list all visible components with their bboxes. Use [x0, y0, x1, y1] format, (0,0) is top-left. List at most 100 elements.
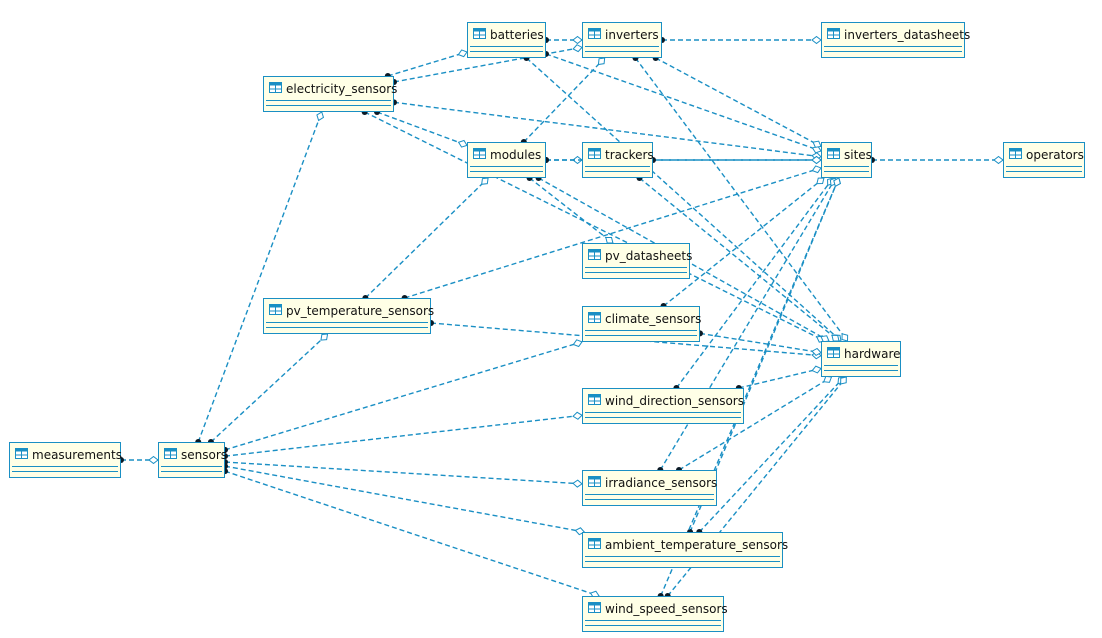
relationship-trackers-hardware	[639, 177, 840, 342]
pk-endpoint-diamond	[993, 155, 1004, 165]
entity-name-ambient-temperature-sensors: ambient_temperature_sensors	[605, 537, 789, 552]
entity-name-inverters: inverters	[605, 27, 659, 42]
entity-measurements[interactable]: measurements	[9, 442, 122, 478]
relationship-inverters-hardware	[634, 57, 849, 342]
entity-name-measurements: measurements	[32, 447, 122, 462]
entity-name-operators: operators	[1026, 147, 1084, 162]
entity-name-wind-speed-sensors: wind_speed_sensors	[605, 601, 728, 616]
relationship-wind-speed-sensors-hardware	[667, 376, 847, 597]
relationship-modules-pv-datasheets	[529, 177, 614, 244]
entity-wind-speed-sensors[interactable]: wind_speed_sensors	[582, 596, 728, 632]
relationship-batteries-sites	[545, 53, 822, 152]
table-icon	[588, 248, 601, 263]
entity-name-irradiance-sensors: irradiance_sensors	[605, 475, 718, 490]
relationship-wind-direction-sensors-sites	[675, 177, 834, 389]
relationship-inverters-sites	[655, 57, 822, 147]
table-icon	[588, 601, 601, 616]
table-icon	[269, 303, 282, 318]
relationship-sensors-electricity-sensors	[197, 111, 323, 443]
pk-endpoint-diamond	[572, 411, 583, 420]
pk-endpoint-diamond	[811, 365, 822, 374]
pk-endpoint-diamond	[457, 139, 468, 148]
relationship-wind-speed-sensors-sites	[660, 177, 840, 597]
pk-endpoint-diamond	[840, 376, 847, 385]
entity-name-electricity-sensors: electricity_sensors	[286, 81, 398, 96]
entity-name-wind-direction-sensors: wind_direction_sensors	[605, 393, 744, 408]
table-icon	[588, 147, 601, 162]
relationship-modules-inverters	[523, 57, 606, 143]
pk-endpoint-diamond	[811, 347, 822, 357]
pk-endpoint-diamond	[572, 44, 583, 53]
relationship-batteries-hardware	[526, 57, 842, 342]
relationship-sensors-climate-sensors	[224, 341, 583, 451]
table-icon	[164, 447, 177, 462]
pk-endpoint-diamond	[572, 479, 583, 488]
entity-pv-datasheets[interactable]: pv_datasheets	[582, 243, 693, 279]
relationship-sensors-wind-direction-sensors	[224, 414, 583, 457]
pk-endpoint-diamond	[831, 334, 840, 342]
table-icon	[473, 27, 486, 42]
pk-endpoint-diamond	[572, 35, 583, 45]
pk-endpoint-diamond	[597, 57, 606, 66]
relationship-electricity-sensors-hardware	[364, 111, 826, 342]
relationship-electricity-sensors-batteries	[387, 51, 468, 77]
table-icon	[827, 147, 840, 162]
table-icon	[588, 393, 601, 408]
entity-pv-temperature-sensors[interactable]: pv_temperature_sensors	[263, 298, 435, 334]
pk-endpoint-diamond	[572, 339, 583, 348]
entity-name-sensors: sensors	[181, 447, 228, 462]
pk-endpoint-diamond	[812, 140, 822, 148]
entity-sites[interactable]: sites	[821, 142, 872, 178]
entity-inverters-datasheets[interactable]: inverters_datasheets	[821, 22, 970, 58]
relationship-wind-direction-sensors-hardware	[738, 367, 822, 389]
entity-name-climate-sensors: climate_sensors	[605, 311, 702, 326]
entity-inverters[interactable]: inverters	[582, 22, 662, 58]
entity-irradiance-sensors[interactable]: irradiance_sensors	[582, 470, 717, 506]
relationship-ambient-temperature-sensors-hardware	[698, 376, 845, 533]
pk-endpoint-diamond	[320, 333, 329, 341]
entity-ambient-temperature-sensors[interactable]: ambient_temperature_sensors	[582, 532, 788, 568]
table-icon	[269, 81, 282, 96]
table-icon	[588, 27, 601, 42]
table-icon	[827, 27, 840, 42]
table-icon	[827, 346, 840, 361]
entity-sensors[interactable]: sensors	[158, 442, 228, 478]
pk-endpoint-diamond	[811, 165, 822, 174]
table-icon	[15, 447, 28, 462]
entity-name-pv-datasheets: pv_datasheets	[605, 248, 693, 263]
entity-climate-sensors[interactable]: climate_sensors	[582, 306, 702, 342]
entity-batteries[interactable]: batteries	[467, 22, 546, 58]
relationship-irradiance-sensors-hardware	[678, 376, 832, 471]
pk-endpoint-diamond	[316, 111, 325, 122]
entity-name-hardware: hardware	[844, 346, 901, 361]
entity-hardware[interactable]: hardware	[821, 341, 901, 377]
pk-endpoint-diamond	[457, 49, 468, 58]
table-icon	[473, 147, 486, 162]
pk-endpoint-diamond	[811, 155, 822, 165]
table-icon	[588, 311, 601, 326]
entity-electricity-sensors[interactable]: electricity_sensors	[263, 76, 398, 112]
pk-endpoint-diamond	[811, 145, 822, 154]
entity-modules[interactable]: modules	[467, 142, 546, 178]
entity-operators[interactable]: operators	[1003, 142, 1085, 178]
entity-name-modules: modules	[490, 147, 542, 162]
entity-name-pv-temperature-sensors: pv_temperature_sensors	[286, 303, 435, 318]
pk-endpoint-diamond	[605, 236, 614, 244]
relationship-sensors-wind-speed-sensors	[224, 470, 600, 597]
relationship-sensors-pv-temperature-sensors	[210, 333, 329, 443]
pk-endpoint-diamond	[811, 35, 822, 45]
relationship-sensors-irradiance-sensors	[224, 461, 583, 485]
entity-name-sites: sites	[844, 147, 872, 162]
relationship-climate-sensors-hardware	[699, 332, 822, 354]
entity-name-inverters-datasheets: inverters_datasheets	[844, 27, 971, 42]
relationship-electricity-sensors-modules	[376, 111, 468, 147]
entity-name-batteries: batteries	[490, 27, 544, 42]
entity-name-trackers: trackers	[605, 147, 654, 162]
entity-trackers[interactable]: trackers	[582, 142, 654, 178]
relationship-pv-temperature-sensors-modules	[364, 177, 489, 299]
table-icon	[1009, 147, 1022, 162]
table-icon	[588, 537, 601, 552]
entity-wind-direction-sensors[interactable]: wind_direction_sensors	[582, 388, 744, 424]
